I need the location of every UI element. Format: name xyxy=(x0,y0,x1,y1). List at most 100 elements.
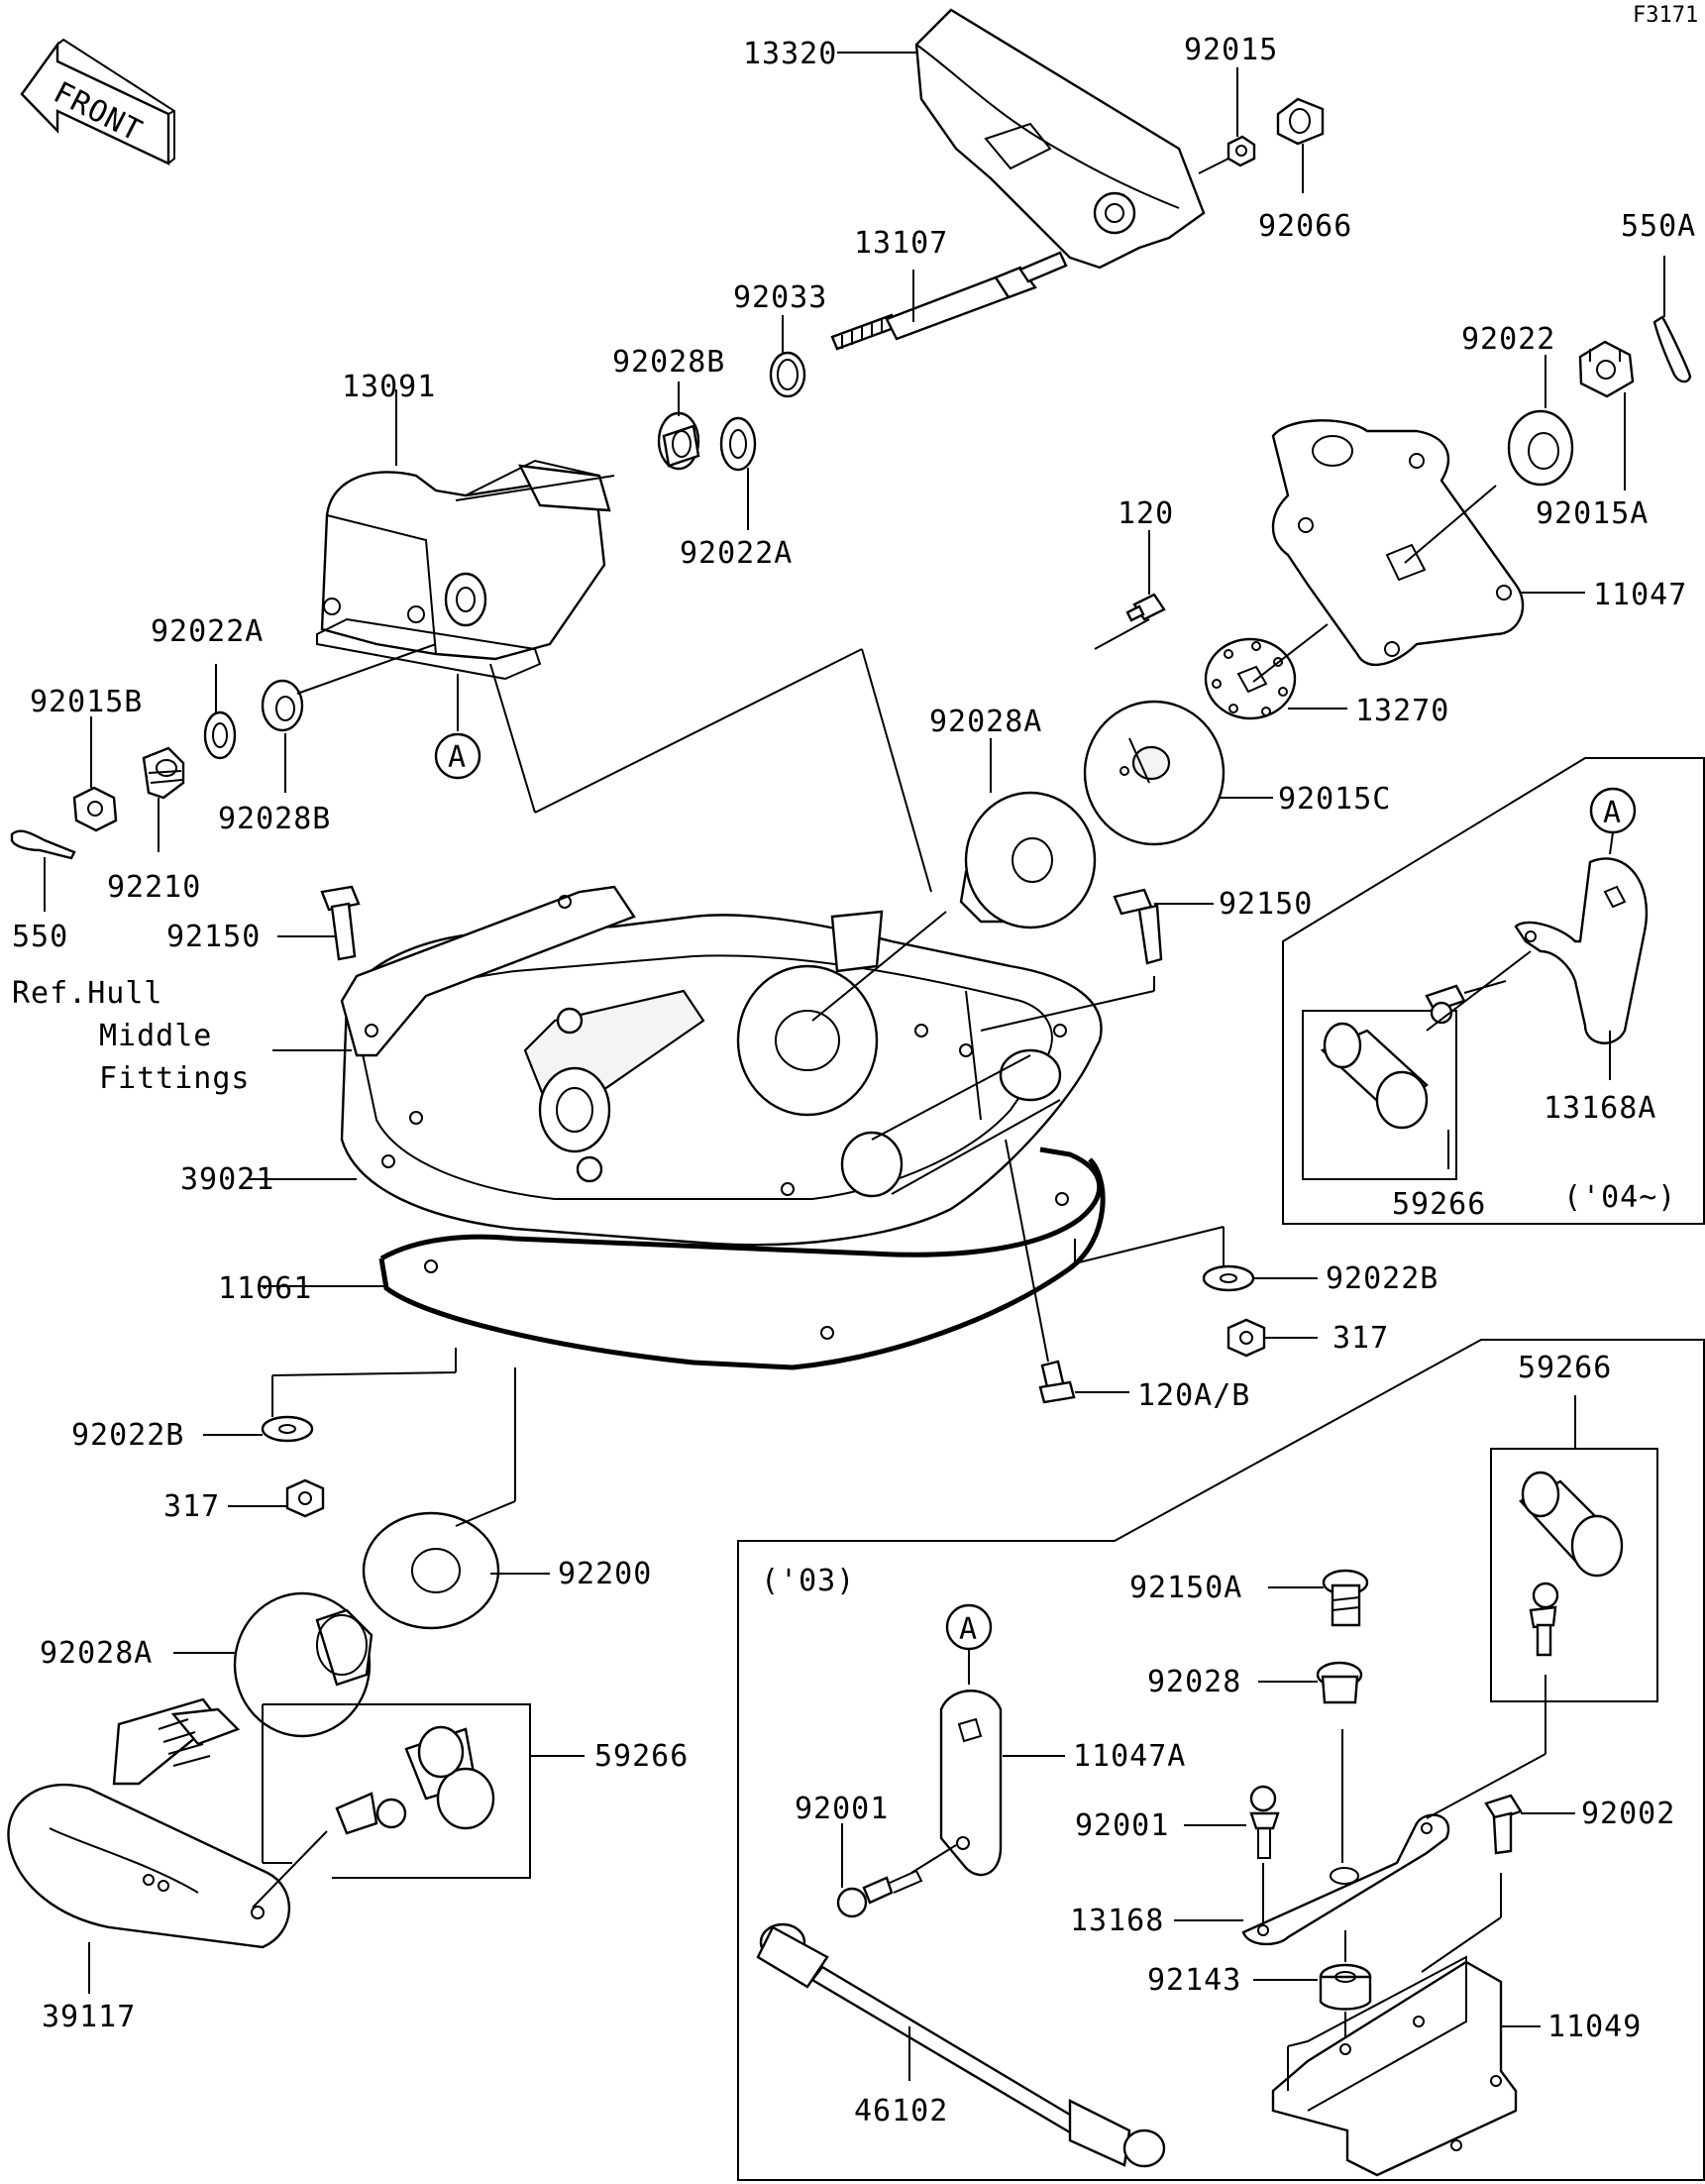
label-92200: 92200 xyxy=(558,1557,652,1591)
joint-59266-bottom xyxy=(335,1725,495,1835)
inset-04-label: ('04~) xyxy=(1563,1180,1676,1215)
ball-joint-92001-left xyxy=(836,1869,923,1918)
arm-39117 xyxy=(7,1697,291,1949)
label-13270: 13270 xyxy=(1355,694,1449,728)
nut-317-left xyxy=(285,1478,325,1518)
label-11061: 11061 xyxy=(218,1271,312,1306)
label-92028A-top: 92028A xyxy=(929,705,1042,739)
gasket-11061 xyxy=(378,1147,1106,1370)
plate-13270 xyxy=(1204,637,1297,720)
bushing-92028B-top xyxy=(657,411,700,471)
label-92028B-left: 92028B xyxy=(218,802,331,836)
ref-note-1: Ref.Hull xyxy=(12,976,163,1011)
inset-04: A xyxy=(1282,757,1705,1225)
label-11047A: 11047A xyxy=(1073,1739,1186,1774)
label-13168A: 13168A xyxy=(1544,1091,1656,1126)
label-92022B-left: 92022B xyxy=(71,1418,184,1453)
label-46102: 46102 xyxy=(854,2094,948,2129)
label-39117: 39117 xyxy=(42,2000,136,2034)
label-92033: 92033 xyxy=(733,280,827,315)
housing-13091 xyxy=(316,459,611,681)
nut-92015 xyxy=(1226,135,1256,167)
washer-92022A-top xyxy=(719,416,757,472)
plate-13168 xyxy=(1241,1813,1450,1946)
rod-46102 xyxy=(756,1922,1166,2168)
label-120AB: 120A/B xyxy=(1137,1378,1250,1413)
marker-A-text-3: A xyxy=(959,1612,978,1647)
label-92143: 92143 xyxy=(1147,1963,1241,1998)
label-92015: 92015 xyxy=(1184,33,1278,67)
bracket-11049 xyxy=(1271,1955,1518,2177)
shaft-13107 xyxy=(830,251,1068,351)
label-550: 550 xyxy=(12,920,68,954)
nut-317-right xyxy=(1226,1318,1266,1358)
castle-nut-92015B xyxy=(72,786,118,832)
collar-92143 xyxy=(1319,1963,1372,2011)
inset-03 xyxy=(737,1339,1705,2181)
cotter-pin-550 xyxy=(10,829,76,860)
grommet-92028A-bottom xyxy=(233,1591,373,1738)
bolt-92150-right xyxy=(1113,888,1163,965)
inset-03-label: ('03) xyxy=(761,1564,855,1598)
marker-A-text-2: A xyxy=(1603,796,1622,830)
bolt-92150-left xyxy=(320,885,361,961)
bolt-120 xyxy=(1125,593,1166,622)
washer-92200 xyxy=(362,1511,500,1630)
label-92028B-top: 92028B xyxy=(612,345,725,380)
label-92022A-left: 92022A xyxy=(151,614,264,649)
label-92028A-bottom: 92028A xyxy=(40,1636,153,1671)
lever-plate-11047 xyxy=(1271,419,1525,667)
label-92022: 92022 xyxy=(1461,322,1555,357)
marker-A-text-1: A xyxy=(448,740,467,775)
label-120: 120 xyxy=(1118,496,1174,531)
joint-59266-inset03 xyxy=(1519,1471,1624,1657)
lever-11047A: A xyxy=(939,1603,1003,1877)
disc-92015C xyxy=(1083,700,1225,846)
handle-cover-13320 xyxy=(914,8,1206,270)
label-92150-left: 92150 xyxy=(166,920,261,954)
label-92015B: 92015B xyxy=(30,685,143,719)
figure-id: F3171 xyxy=(1633,3,1698,28)
label-92001-right: 92001 xyxy=(1075,1808,1169,1843)
label-92001-left: 92001 xyxy=(795,1792,889,1826)
label-11047: 11047 xyxy=(1593,578,1687,612)
circlip-92033 xyxy=(769,351,806,398)
label-550A: 550A xyxy=(1621,209,1696,244)
washer-92022B-left xyxy=(261,1415,314,1443)
label-13320: 13320 xyxy=(743,37,837,71)
label-92150-right: 92150 xyxy=(1219,887,1313,922)
bushing-92028B-left xyxy=(261,679,304,732)
label-92150A: 92150A xyxy=(1129,1571,1242,1605)
label-13168: 13168 xyxy=(1070,1904,1164,1938)
label-59266-inset04: 59266 xyxy=(1392,1187,1486,1222)
ref-note-2: Middle xyxy=(99,1019,212,1053)
bolt-120AB xyxy=(1038,1360,1076,1404)
bushing-92066 xyxy=(1276,97,1325,146)
front-arrow-icon: FRONT xyxy=(20,38,175,165)
label-92015A: 92015A xyxy=(1536,496,1649,531)
label-39021: 39021 xyxy=(180,1162,274,1197)
label-59266-inset03: 59266 xyxy=(1518,1351,1612,1385)
label-92022B-right: 92022B xyxy=(1326,1261,1439,1296)
label-317-right: 317 xyxy=(1332,1321,1389,1356)
label-92210: 92210 xyxy=(107,870,201,905)
sleeve-92210 xyxy=(142,746,185,800)
grommet-92028A-top xyxy=(959,791,1097,929)
label-92002: 92002 xyxy=(1581,1797,1675,1831)
label-92066: 92066 xyxy=(1258,209,1352,244)
pump-mount-39021 xyxy=(340,885,1103,1247)
bolt-92150A xyxy=(1322,1569,1369,1627)
ball-joint-92001-right xyxy=(1249,1785,1280,1859)
marker-A-housing xyxy=(434,732,481,780)
label-317-left: 317 xyxy=(163,1489,220,1524)
washer-92022 xyxy=(1507,409,1574,487)
bolt-92002 xyxy=(1484,1794,1523,1855)
washer-92022B-right xyxy=(1202,1264,1255,1292)
label-92015C: 92015C xyxy=(1278,782,1391,817)
cotter-pin-550A xyxy=(1652,315,1692,383)
bushing-92028 xyxy=(1316,1661,1363,1704)
label-92028: 92028 xyxy=(1147,1665,1241,1699)
label-59266-bottom: 59266 xyxy=(594,1739,689,1774)
label-13107: 13107 xyxy=(854,226,948,261)
